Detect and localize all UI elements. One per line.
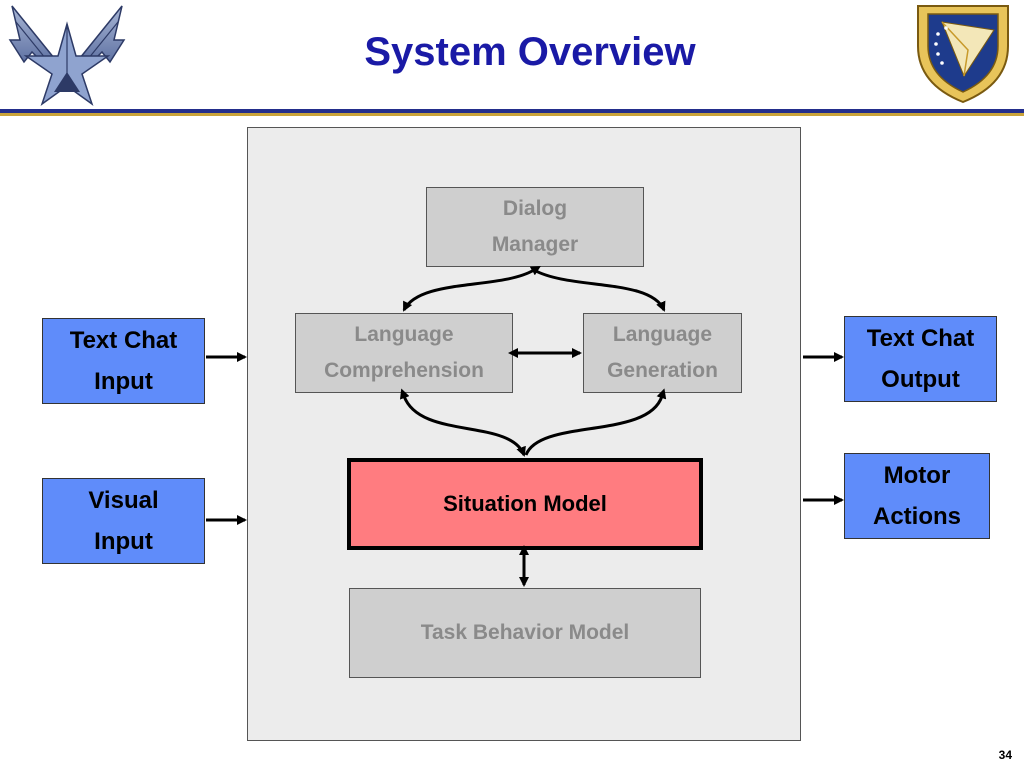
arrow-comprehension-situation <box>399 388 526 457</box>
task-behavior-model-label: Task Behavior Model <box>420 621 630 644</box>
language-generation-box: Language Generation <box>583 313 742 393</box>
visual-input-box: Visual Input <box>42 478 205 564</box>
dialog-manager-box: Dialog Manager <box>426 187 644 267</box>
page-number: 34 <box>998 748 1012 762</box>
header-rule-blue <box>0 109 1024 113</box>
text-chat-output-box: Text Chat Output <box>844 316 997 402</box>
dialog-manager-label: Dialog Manager <box>491 197 579 256</box>
text-chat-input-label: Text Chat Input <box>69 327 178 395</box>
arrow-dialog-generation <box>533 268 666 312</box>
header-rule-gold <box>0 113 1024 116</box>
text-chat-output-label: Text Chat Output <box>866 325 975 393</box>
arrow-dialog-comprehension <box>402 265 541 312</box>
afrl-seal-logo <box>917 5 1009 104</box>
slide-title: System Overview <box>364 30 696 74</box>
arrow-generation-situation <box>524 388 667 456</box>
task-behavior-model-box: Task Behavior Model <box>349 588 701 678</box>
text-chat-input-box: Text Chat Input <box>42 318 205 404</box>
language-generation-label: Language Generation <box>607 323 718 382</box>
situation-model-label: Situation Model <box>443 491 607 516</box>
motor-actions-label: Motor Actions <box>872 462 961 530</box>
visual-input-label: Visual Input <box>88 487 159 555</box>
situation-model-box: Situation Model <box>347 458 703 550</box>
air-force-wings-logo <box>8 5 126 106</box>
motor-actions-box: Motor Actions <box>844 453 990 539</box>
language-comprehension-box: Language Comprehension <box>295 313 513 393</box>
language-comprehension-label: Language Comprehension <box>324 323 484 382</box>
